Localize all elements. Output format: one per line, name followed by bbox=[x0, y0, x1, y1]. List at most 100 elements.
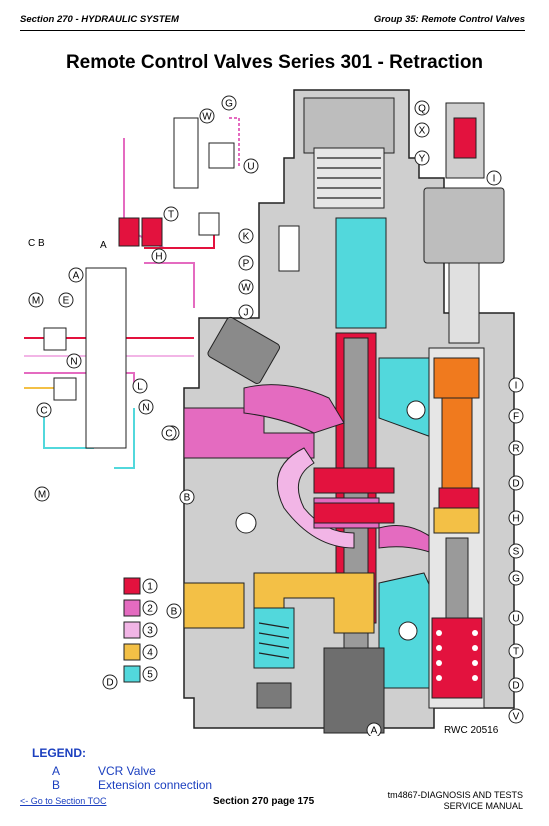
callout-left: W bbox=[202, 112, 212, 123]
callout-left-circle bbox=[163, 206, 179, 222]
section-toc-link[interactable]: <- Go to Section TOC bbox=[20, 796, 107, 806]
legend-text: Extension connection bbox=[98, 778, 213, 790]
page-title: Remote Control Valves Series 301 - Retra… bbox=[65, 52, 484, 73]
legend-swatch-circle bbox=[142, 600, 158, 616]
legend-swatch bbox=[123, 643, 141, 661]
valve-block-red1 bbox=[118, 217, 140, 247]
inset-red bbox=[453, 117, 477, 159]
callout-left: W bbox=[241, 283, 251, 294]
callout-left: A bbox=[371, 726, 378, 737]
legend-swatch bbox=[123, 577, 141, 595]
callout-left-circle bbox=[238, 279, 254, 295]
valve-block-3pos bbox=[173, 117, 199, 189]
callout-left-circle bbox=[68, 267, 84, 283]
figure-ref: RWC 20516 bbox=[444, 725, 499, 736]
red-band-right bbox=[438, 487, 480, 509]
lower-plug bbox=[256, 682, 292, 709]
legend-heading: LEGEND: bbox=[32, 746, 86, 760]
callout-right-circle bbox=[508, 708, 524, 724]
piston-head bbox=[423, 187, 505, 264]
legend-text: VCR Valve bbox=[98, 764, 156, 778]
callout-right-circle bbox=[508, 677, 524, 693]
magenta-curve bbox=[243, 384, 345, 434]
callout-left-circle bbox=[179, 489, 195, 505]
callout-left-circle bbox=[58, 292, 74, 308]
callout-left-circle bbox=[138, 399, 154, 415]
legend-swatch bbox=[123, 665, 141, 683]
callout-left: H bbox=[155, 252, 162, 263]
callout-left-circle bbox=[151, 248, 167, 264]
callout-right-circle bbox=[508, 543, 524, 559]
callout-right-circle bbox=[414, 122, 430, 138]
callout-left-circle bbox=[132, 378, 148, 394]
callout-right-circle bbox=[486, 170, 502, 186]
callout-left: C bbox=[40, 406, 47, 417]
callout-right-circle bbox=[508, 610, 524, 626]
callout-left-circle bbox=[366, 722, 382, 736]
legend-swatch-circle bbox=[142, 666, 158, 682]
legend-swatch-label: 3 bbox=[147, 626, 153, 637]
callout-left-circle bbox=[34, 486, 50, 502]
legend-swatch-circle bbox=[142, 644, 158, 660]
callout-left-circle bbox=[166, 603, 182, 619]
callout-left: D bbox=[106, 678, 113, 689]
callout-right-circle bbox=[414, 150, 430, 166]
piston-rod-top bbox=[448, 262, 480, 344]
yellow-lower-left bbox=[183, 582, 245, 629]
legend-swatch-label: 1 bbox=[147, 582, 153, 593]
valve-block-check bbox=[208, 142, 235, 169]
callout-left: E bbox=[63, 296, 70, 307]
group-header: Group 35: Remote Control Valves bbox=[373, 14, 525, 25]
solenoid-cap bbox=[207, 316, 281, 384]
callout-right-circle bbox=[508, 510, 524, 526]
callout-left-circle bbox=[221, 95, 237, 111]
central-shaft-bottom bbox=[323, 647, 385, 734]
legend-swatch-label: 5 bbox=[147, 670, 153, 681]
callout-left: U bbox=[247, 162, 254, 173]
callout-right-circle bbox=[508, 408, 524, 424]
valve-block-small bbox=[43, 327, 67, 351]
callout-right: V bbox=[513, 712, 520, 723]
callout-left-circle bbox=[102, 674, 118, 690]
red-band-2 bbox=[313, 502, 395, 524]
callout-left-circle bbox=[28, 292, 44, 308]
callout-left-circle bbox=[36, 402, 52, 418]
callout-left-circle bbox=[243, 158, 259, 174]
callout-right-circle bbox=[508, 570, 524, 586]
valve-block-red2 bbox=[141, 217, 163, 247]
document-id: tm4867-DIAGNOSIS AND TESTS SERVICE MANUA… bbox=[388, 790, 523, 812]
callout-left: B bbox=[171, 607, 178, 618]
document-id-line2: SERVICE MANUAL bbox=[443, 801, 523, 811]
bolt-holes bbox=[235, 400, 426, 641]
legend-swatch-circle bbox=[142, 578, 158, 594]
spring-coil-dots bbox=[436, 630, 478, 681]
callout-left: B bbox=[184, 493, 191, 504]
callout-right-circle bbox=[508, 440, 524, 456]
callout-right: Q bbox=[418, 104, 426, 115]
upper-spring bbox=[317, 157, 381, 199]
legend-swatch bbox=[123, 599, 141, 617]
legend-code: A bbox=[52, 764, 61, 778]
callout-right: S bbox=[513, 547, 520, 558]
legend-list: A VCR Valve B Extension connection bbox=[0, 760, 549, 790]
callout-left: J bbox=[244, 308, 249, 319]
callouts: QXYIIFRDHSGUTDVGWUTKHPWJAMENCLEBMDNCBA bbox=[28, 95, 524, 737]
callout-right: D bbox=[512, 681, 519, 692]
callout-right-circle bbox=[508, 377, 524, 393]
valve-block-small2 bbox=[53, 377, 77, 401]
callout-right: X bbox=[419, 126, 426, 137]
callout-left: N bbox=[142, 403, 149, 414]
callout-left-circle bbox=[66, 353, 82, 369]
callout-right: Y bbox=[419, 154, 426, 165]
legend-code: B bbox=[52, 778, 61, 790]
legend-swatch-circle bbox=[142, 622, 158, 638]
callout-left: A bbox=[73, 271, 80, 282]
callout-right: H bbox=[512, 514, 519, 525]
legend-swatch-label: 2 bbox=[147, 604, 153, 615]
callout-right: R bbox=[512, 444, 519, 455]
callout-right-circle bbox=[508, 643, 524, 659]
callout-left: G bbox=[225, 99, 233, 110]
callout-left-circle bbox=[238, 304, 254, 320]
